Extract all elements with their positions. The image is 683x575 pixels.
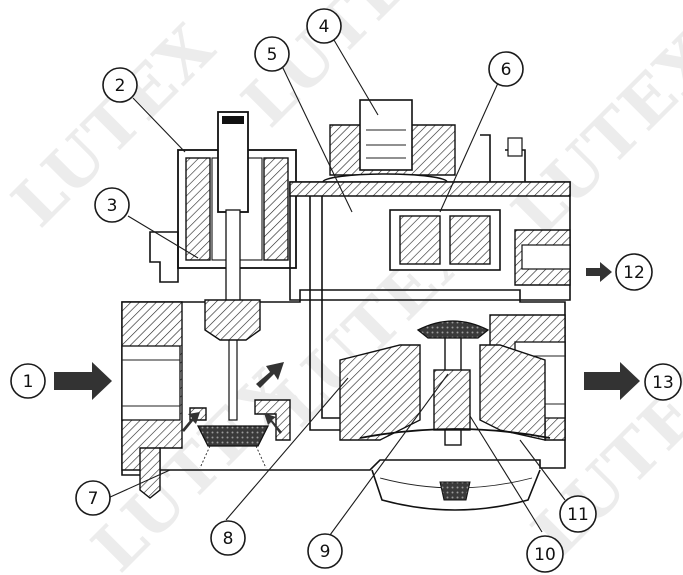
- outlet-arrow: [584, 362, 640, 400]
- callout-11-label: 11: [567, 505, 589, 525]
- callout-4-label: 4: [319, 17, 330, 37]
- valve-cap: [416, 320, 490, 339]
- regulator-top-assembly: [289, 99, 571, 431]
- lower-spring: [439, 481, 471, 501]
- flow-arrows: [54, 262, 640, 434]
- callout-4: 4: [306, 8, 342, 44]
- callout-5: 5: [254, 36, 290, 72]
- callout-6-label: 6: [501, 60, 512, 80]
- callout-8-label: 8: [223, 529, 234, 549]
- callout-8: 8: [210, 520, 246, 556]
- callout-1-label: 1: [23, 372, 34, 392]
- callout-11: 11: [559, 495, 597, 533]
- callout-2: 2: [102, 67, 138, 103]
- seat-flow-arrow-right: [264, 413, 282, 434]
- watermark-text: LUTEX: [498, 19, 683, 251]
- inlet-arrow: [54, 362, 112, 400]
- callout-10-label: 10: [534, 545, 556, 565]
- leader-lines: [107, 39, 566, 536]
- callout-12: 12: [615, 253, 653, 291]
- main-diaphragm: [359, 428, 551, 439]
- callout-3-label: 3: [107, 196, 118, 216]
- solenoid-assembly: [149, 111, 297, 469]
- valve-body: [121, 289, 566, 499]
- callout-1: 1: [10, 363, 46, 399]
- watermark-text: LUTEX: [78, 354, 310, 575]
- callout-7-label: 7: [88, 489, 99, 509]
- main-regulator: [339, 320, 551, 511]
- callout-12-label: 12: [623, 263, 645, 283]
- callout-6: 6: [488, 51, 524, 87]
- callout-10: 10: [526, 535, 564, 573]
- callout-9: 9: [307, 533, 343, 569]
- internal-flow-arrow: [256, 362, 284, 388]
- callout-5-label: 5: [267, 45, 278, 65]
- callouts: 1 2 3 4 5 6 7 8: [10, 8, 682, 573]
- callout-9-label: 9: [320, 542, 331, 562]
- callout-13: 13: [644, 363, 682, 401]
- callout-7: 7: [75, 480, 111, 516]
- callout-13-label: 13: [652, 373, 674, 393]
- callout-2-label: 2: [115, 76, 126, 96]
- seat-disc: [196, 425, 270, 447]
- seat-flow-arrow-left: [182, 412, 200, 432]
- watermark-text: LUTEX: [228, 0, 460, 141]
- callout-3: 3: [94, 187, 130, 223]
- pilot-outlet-arrow: [586, 262, 612, 282]
